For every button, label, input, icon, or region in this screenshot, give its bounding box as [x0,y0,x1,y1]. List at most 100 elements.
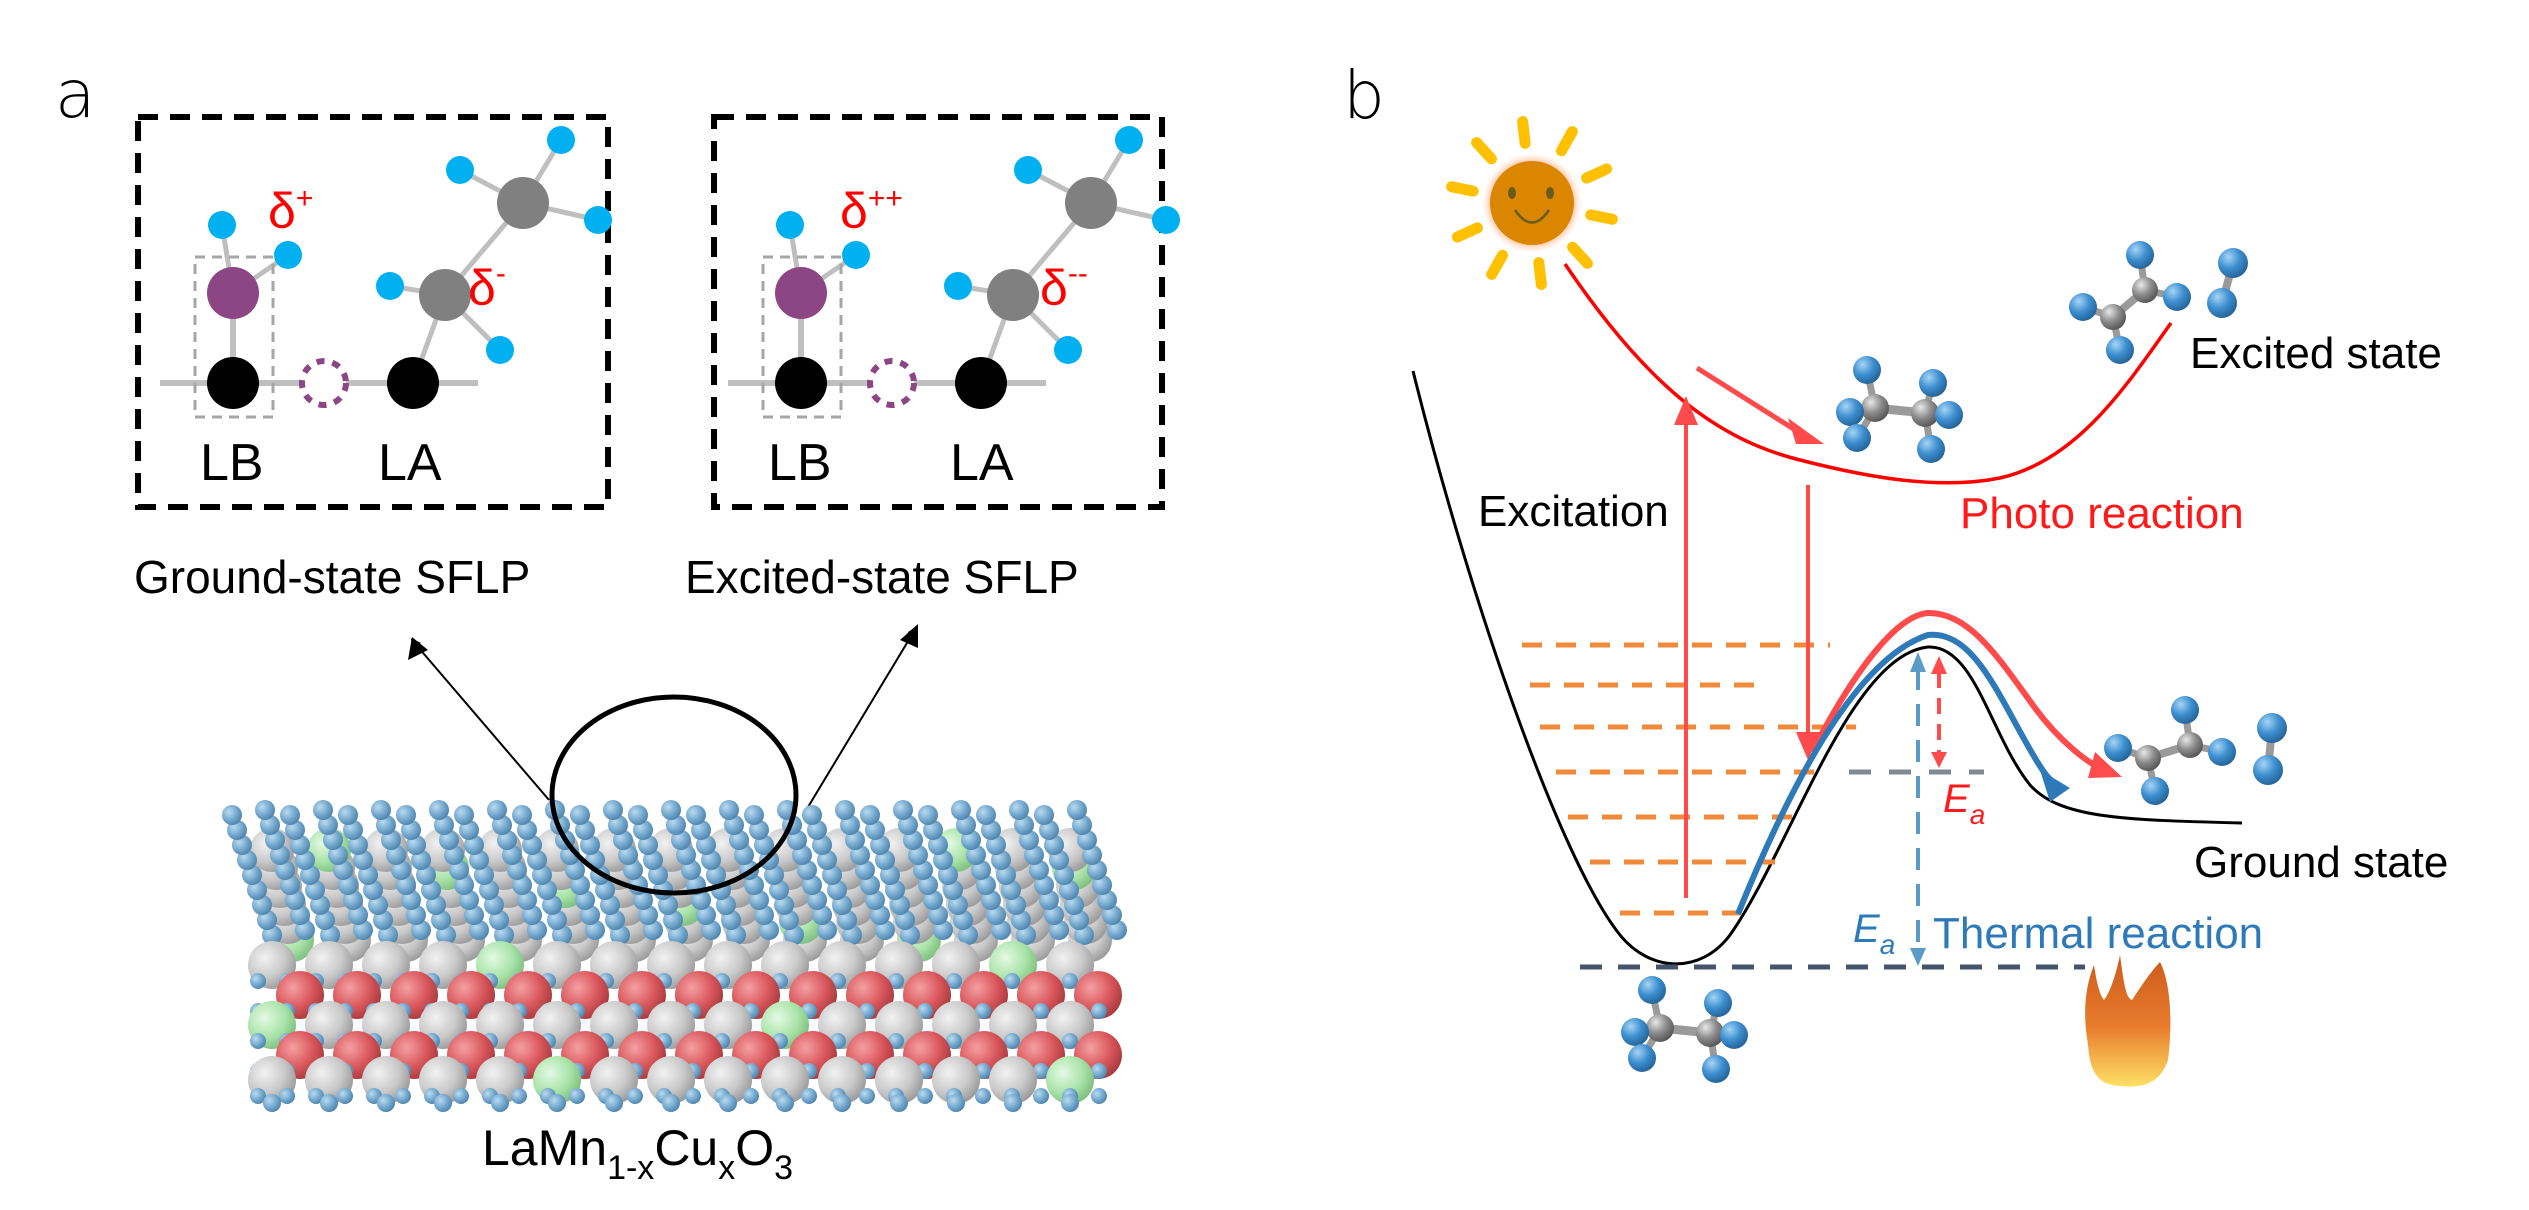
slab-face-oxygen [917,1088,933,1104]
slab-face-atom [932,1056,980,1104]
excitation-arrowhead [1674,396,1698,425]
hydrogen-atom [486,336,514,364]
slab-face-atom [1074,971,1122,1019]
fluorine-atom [2208,738,2236,766]
panel-a: a LB LA δ+ δ- Ground-state SFLP LB LA δ+… [55,56,1180,1187]
carbon-atom [1911,399,1939,427]
slab-face-oxygen [395,1088,411,1104]
lewis-base-atom [207,357,259,409]
slab-face-atom [1046,941,1094,989]
slab-oxygen-atom [860,805,880,825]
slab-bottom-oxygen [833,1094,851,1112]
ground-lb-charge: δ+ [268,182,313,239]
fluorine-atom [2069,293,2097,321]
perovskite-slab [222,800,1127,1112]
fluorine-atom [2126,241,2154,269]
excited-state-caption: Excited-state SFLP [685,551,1079,603]
slab-face-oxygen [250,1033,266,1049]
excited-state-sflp-box: LB LA δ++ δ-- [711,114,1180,510]
photo-slide-arrow [1695,365,1802,436]
slab-face-atom [818,1001,866,1049]
slab-oxygen-atom [1034,805,1054,825]
slab-face-oxygen [975,1003,991,1019]
slab-face-atom [903,971,951,1019]
fluorine-atom [2106,336,2134,364]
excited-state-label: Excited state [2190,329,2442,378]
lb-site-highlight-box [193,255,275,419]
fluorine-atom [2171,696,2199,724]
slab-face-oxygen [1033,1063,1049,1079]
slab-face-atom [875,941,923,989]
slab-oxygen-atom [454,805,474,825]
slab-face-atom [1046,1001,1094,1049]
sun-ray [1446,181,1479,197]
arrow-to-ground-box [410,638,550,801]
lb-site-highlight-box [761,255,843,419]
fluorine-atom [1704,989,1732,1017]
slab-oxygen-atom [396,805,416,825]
thermal-reaction-label: Thermal reaction [1933,909,2263,958]
slab-face-oxygen [453,1088,469,1104]
ground-molecule [160,126,612,419]
slab-face-oxygen [888,973,904,989]
slab-face-oxygen [1004,1033,1020,1049]
fluorine-atom [1628,1044,1656,1072]
slab-bottom-oxygen [719,1094,737,1112]
slab-face-atom [818,941,866,989]
slab-bottom-oxygen [548,1094,566,1112]
slab-face-atom [1017,971,1065,1019]
fluorine-atom [2163,283,2191,311]
slab-face-oxygen [1062,973,1078,989]
ground-state-caption: Ground-state SFLP [134,551,530,603]
panel-b: b Excita [1343,57,2448,1087]
ground-la-label: LA [378,434,442,492]
slab-bottom-oxygen [605,1094,623,1112]
sun-eye-left [1508,187,1516,199]
thermal-ea-arrowhead-down [1910,948,1926,966]
thermal-arrowhead [2040,770,2070,802]
slab-face-oxygen [917,1003,933,1019]
oxygen-vacancy [299,358,349,408]
slab-oxygen-atom [628,805,648,825]
hydrogen-atom [584,206,612,234]
panel-b-letter: b [1343,57,1385,134]
carbon-atom [2177,732,2203,758]
slab-oxygen-atom [744,805,764,825]
lb-adsorbate-atom [775,267,827,319]
slab-bottom-oxygen [1061,1094,1079,1112]
sun-ray [1471,137,1497,165]
slab-oxygen-atom [835,800,855,820]
arrow-to-excited-box [804,626,918,813]
excited-box-border [711,114,1165,510]
sun-ray [1533,257,1547,290]
slab-face-oxygen [1062,1033,1078,1049]
sun-ray [1556,126,1578,157]
slab-bottom-oxygen [377,1094,395,1112]
slab-face-atom [789,971,837,1019]
slab-bottom-oxygen [320,1094,338,1112]
lewis-base-atom [775,357,827,409]
photo-reaction-label: Photo reaction [1960,489,2244,538]
slab-face-oxygen [685,1088,701,1104]
fluorine-atom [1917,435,1945,463]
hydrogen-atom [1152,206,1180,234]
sun-ray [1451,222,1483,243]
fluorine-atom [1621,1018,1649,1046]
sun-ray [1517,116,1531,149]
hydrogen-atom [842,241,870,269]
fluorine-atom [2207,288,2237,318]
slab-oxygen-atom [686,805,706,825]
slab-oxygen-atom [570,805,590,825]
slab-face-atom [732,971,780,1019]
flame-icon [2085,955,2171,1087]
slab-face-atom [846,971,894,1019]
slab-face-oxygen [1033,1003,1049,1019]
slab-face-atom [875,1056,923,1104]
photo-ea-arrowhead-down [1931,752,1947,768]
slab-face-oxygen [1091,1063,1107,1079]
slab-face-oxygen [279,1088,295,1104]
hydrogen-atom [1054,336,1082,364]
slab-face-atom [989,1056,1037,1104]
photo-ea-label: Ea [1943,777,1985,830]
